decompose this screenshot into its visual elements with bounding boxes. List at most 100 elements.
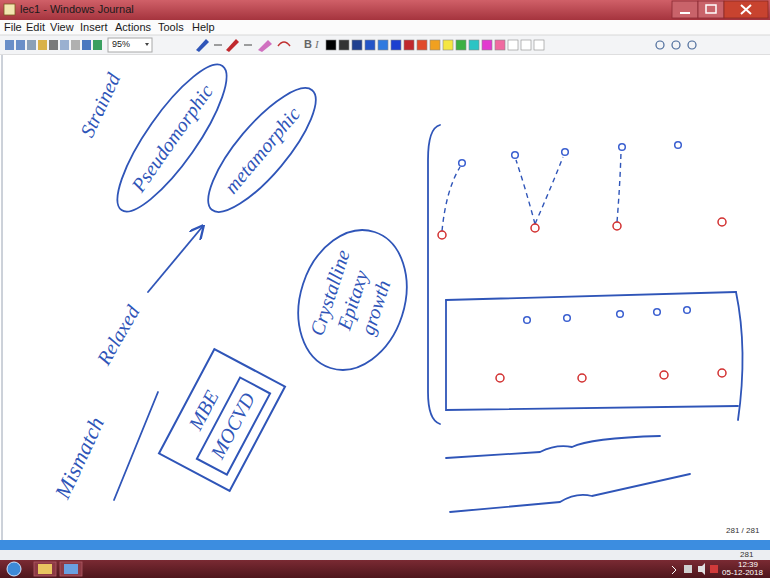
atom-dot [660, 371, 668, 379]
toolbar [71, 40, 80, 50]
atom-dot [617, 311, 624, 318]
canvas [0, 55, 770, 540]
toolbar [521, 40, 531, 50]
atom-dot [675, 142, 682, 149]
toolbar [16, 40, 25, 50]
atom-dot [512, 152, 519, 159]
toolbar [196, 39, 209, 52]
toolbar [672, 41, 680, 49]
hand-ink [446, 300, 738, 410]
taskbar [34, 562, 56, 576]
hand-ink [446, 436, 660, 458]
oval-outline [193, 74, 332, 226]
circled-group: CrystallineEpitaxygrowth [278, 213, 426, 386]
menu-item: View [50, 21, 74, 34]
oval-outline [280, 216, 423, 384]
dashed-bond [617, 152, 621, 222]
title-bar [724, 1, 768, 18]
atom-dot [438, 142, 726, 382]
menu-item: Tools [158, 21, 184, 34]
menu-item: File [4, 21, 22, 34]
zoom-value: 95% [112, 39, 130, 50]
bold-button: B [304, 38, 312, 51]
oval-outline [101, 52, 243, 225]
toolbar [508, 40, 518, 50]
atom-dot [654, 309, 661, 316]
hand-ink [450, 474, 690, 512]
menu-bar [0, 20, 770, 35]
toolbar [38, 40, 47, 50]
toolbar [495, 40, 505, 50]
toolbar [469, 40, 479, 50]
toolbar [0, 35, 770, 55]
toolbar [258, 40, 272, 52]
atom-dot [438, 231, 446, 239]
toolbar [482, 40, 492, 50]
atom-dot [619, 144, 626, 151]
title-bar [741, 5, 751, 14]
hand-ink [114, 392, 158, 500]
circled-term: Pseudomorphic [98, 49, 245, 227]
toolbar [82, 40, 91, 50]
toolbar [378, 40, 388, 50]
menu-item: Edit [26, 21, 45, 34]
taskbar [7, 562, 21, 576]
atom-dot [531, 224, 539, 232]
taskbar [684, 565, 692, 573]
title-bar [741, 5, 751, 14]
toolbar [5, 40, 14, 50]
title-bar [4, 4, 15, 15]
toolbar [214, 45, 222, 46]
taskbar [698, 563, 705, 575]
toolbar [456, 40, 466, 50]
atom-dot [562, 149, 569, 156]
toolbar [391, 40, 401, 50]
canvas [0, 55, 770, 540]
atom-dot [496, 374, 504, 382]
hand-ink [114, 125, 743, 512]
menu-item: Actions [115, 21, 151, 34]
handwritten-term: Strained [75, 69, 125, 141]
toolbar [60, 40, 69, 50]
toolbar [430, 40, 440, 50]
toolbar [534, 40, 544, 50]
atom-dot [564, 315, 571, 322]
toolbar [108, 38, 152, 52]
toolbar [688, 41, 696, 49]
toolbar [226, 39, 239, 52]
toolbar [0, 35, 770, 55]
atom-dot [524, 317, 531, 324]
hand-ink [446, 292, 736, 300]
toolbar [417, 40, 427, 50]
atom-dot [459, 160, 466, 167]
menu-bar [0, 20, 770, 35]
taskbar [0, 560, 770, 578]
toolbar [0, 35, 770, 36]
page-bar [0, 540, 770, 560]
hand-ink [428, 125, 440, 424]
taskbar [64, 564, 78, 574]
handwritten-term: Mismatch [50, 413, 111, 503]
taskbar [38, 564, 52, 574]
hand-ink [736, 292, 743, 420]
toolbar [352, 40, 362, 50]
page-bar [0, 550, 770, 560]
taskbar [672, 566, 676, 574]
dashed-bond [535, 157, 563, 224]
title-bar [672, 1, 698, 18]
handwritten-term: metamorphic [219, 102, 305, 198]
boxed-group: MBEMOCVD [158, 348, 287, 492]
taskbar [60, 562, 82, 576]
toolbar [339, 40, 349, 50]
taskbar [710, 565, 718, 573]
toolbar [27, 40, 36, 50]
toolbar [49, 40, 58, 50]
atom-dot [684, 307, 691, 314]
hand-ink [148, 226, 203, 292]
taskbar [0, 560, 770, 578]
title-bar [0, 0, 770, 20]
toolbar [404, 40, 414, 50]
menu-item: Insert [80, 21, 108, 34]
page-counter: 281 / 281 [726, 526, 759, 536]
atom-dot [718, 369, 726, 377]
